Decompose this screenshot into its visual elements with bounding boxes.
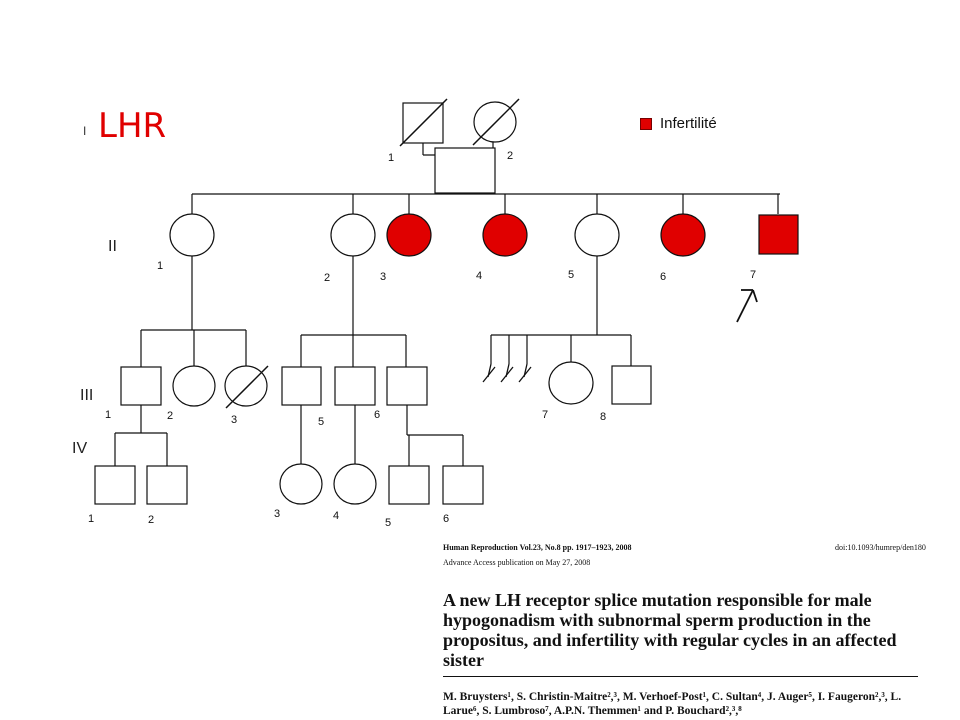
- pedigree-female-iii-3: [224, 365, 268, 407]
- doi: doi:10.1093/humrep/den180: [835, 543, 926, 552]
- pedigree-female-ii-1: [169, 213, 215, 257]
- legend-swatch: [640, 117, 652, 130]
- pedigree-male-iv-2: [146, 465, 188, 505]
- generation-label-iv: IV: [72, 440, 88, 457]
- individual-number: 2: [324, 272, 330, 284]
- proband-arrow-icon: [736, 289, 758, 323]
- divider: [443, 676, 918, 677]
- generation-label-ii: II: [108, 238, 117, 255]
- line: [518, 366, 532, 383]
- pedigree-male-ii-7-affected: [758, 214, 799, 255]
- pedigree-male-iv-5: [388, 465, 430, 505]
- individual-number: 8: [600, 411, 606, 423]
- paper-authors: M. Bruysters¹, S. Christin-Maitre²,³, M.…: [443, 691, 902, 717]
- pedigree-lines: [114, 142, 780, 466]
- individual-number: 6: [660, 271, 666, 283]
- line: [482, 366, 496, 383]
- pedigree-male-iii-1: [120, 366, 162, 406]
- individual-number: 4: [476, 270, 482, 282]
- pedigree-male-iii-8: [611, 365, 652, 405]
- individual-number: 1: [388, 152, 394, 164]
- individual-number: 5: [568, 269, 574, 281]
- pedigree-female-iv-3: [279, 463, 323, 505]
- pedigree-female-ii-4-affected: [482, 213, 528, 257]
- individual-number: 7: [542, 409, 548, 421]
- journal-citation: Human Reproduction Vol.23, No.8 pp. 1917…: [443, 543, 632, 552]
- individual-number: 1: [88, 513, 94, 525]
- deceased-slash: [225, 365, 269, 409]
- pedigree-female-iii-7: [548, 361, 594, 405]
- pedigree-female-ii-2: [330, 213, 376, 257]
- individual-number: 5: [318, 416, 324, 428]
- legend: Infertilité: [640, 115, 717, 132]
- generation-marker-i: I: [83, 124, 87, 138]
- individual-number: 3: [380, 271, 386, 283]
- individual-number: 2: [148, 514, 154, 526]
- individual-number: 7: [750, 269, 756, 281]
- pedigree-male-iii-4: [281, 366, 322, 406]
- pedigree-female-iv-4: [333, 463, 377, 505]
- legend-label: Infertilité: [660, 115, 717, 132]
- line: [500, 366, 514, 383]
- individual-number: 1: [157, 260, 163, 272]
- generation-label-iii: III: [80, 387, 94, 404]
- pedigree-male-iii-5: [334, 366, 376, 406]
- individual-number: 3: [231, 414, 237, 426]
- individual-number: 5: [385, 517, 391, 529]
- pedigree-male-iv-6: [442, 465, 484, 505]
- deceased-slash: [472, 98, 520, 146]
- individual-number: 2: [507, 150, 513, 162]
- pedigree-male-iv-1: [94, 465, 136, 505]
- individual-numbers: 1 2 1 2 3 4 5 6 7 1 2 3 5 6 7 8 1 2 3 4 …: [88, 150, 756, 529]
- pedigree-female-iii-2: [172, 365, 216, 407]
- pedigree-female-ii-6-affected: [660, 213, 706, 257]
- deceased-slash: [399, 98, 448, 147]
- arrow-head: [752, 289, 758, 303]
- miscarriage-icons: [482, 363, 532, 383]
- pedigree-male-iii-6: [386, 366, 428, 406]
- individual-number: 6: [374, 409, 380, 421]
- individual-number: 3: [274, 508, 280, 520]
- individual-number: 6: [443, 513, 449, 525]
- advance-access: Advance Access publication on May 27, 20…: [443, 558, 591, 567]
- individual-number: 1: [105, 409, 111, 421]
- individual-number: 4: [333, 510, 339, 522]
- pedigree-group-box: [434, 147, 496, 194]
- pedigree-female-ii-5: [574, 213, 620, 257]
- arrow-shaft: [736, 289, 754, 323]
- paper-title: A new LH receptor splice mutation respon…: [443, 590, 897, 670]
- diagram-title: LHR: [98, 106, 167, 146]
- individual-number: 2: [167, 410, 173, 422]
- pedigree-female-ii-3-affected: [386, 213, 432, 257]
